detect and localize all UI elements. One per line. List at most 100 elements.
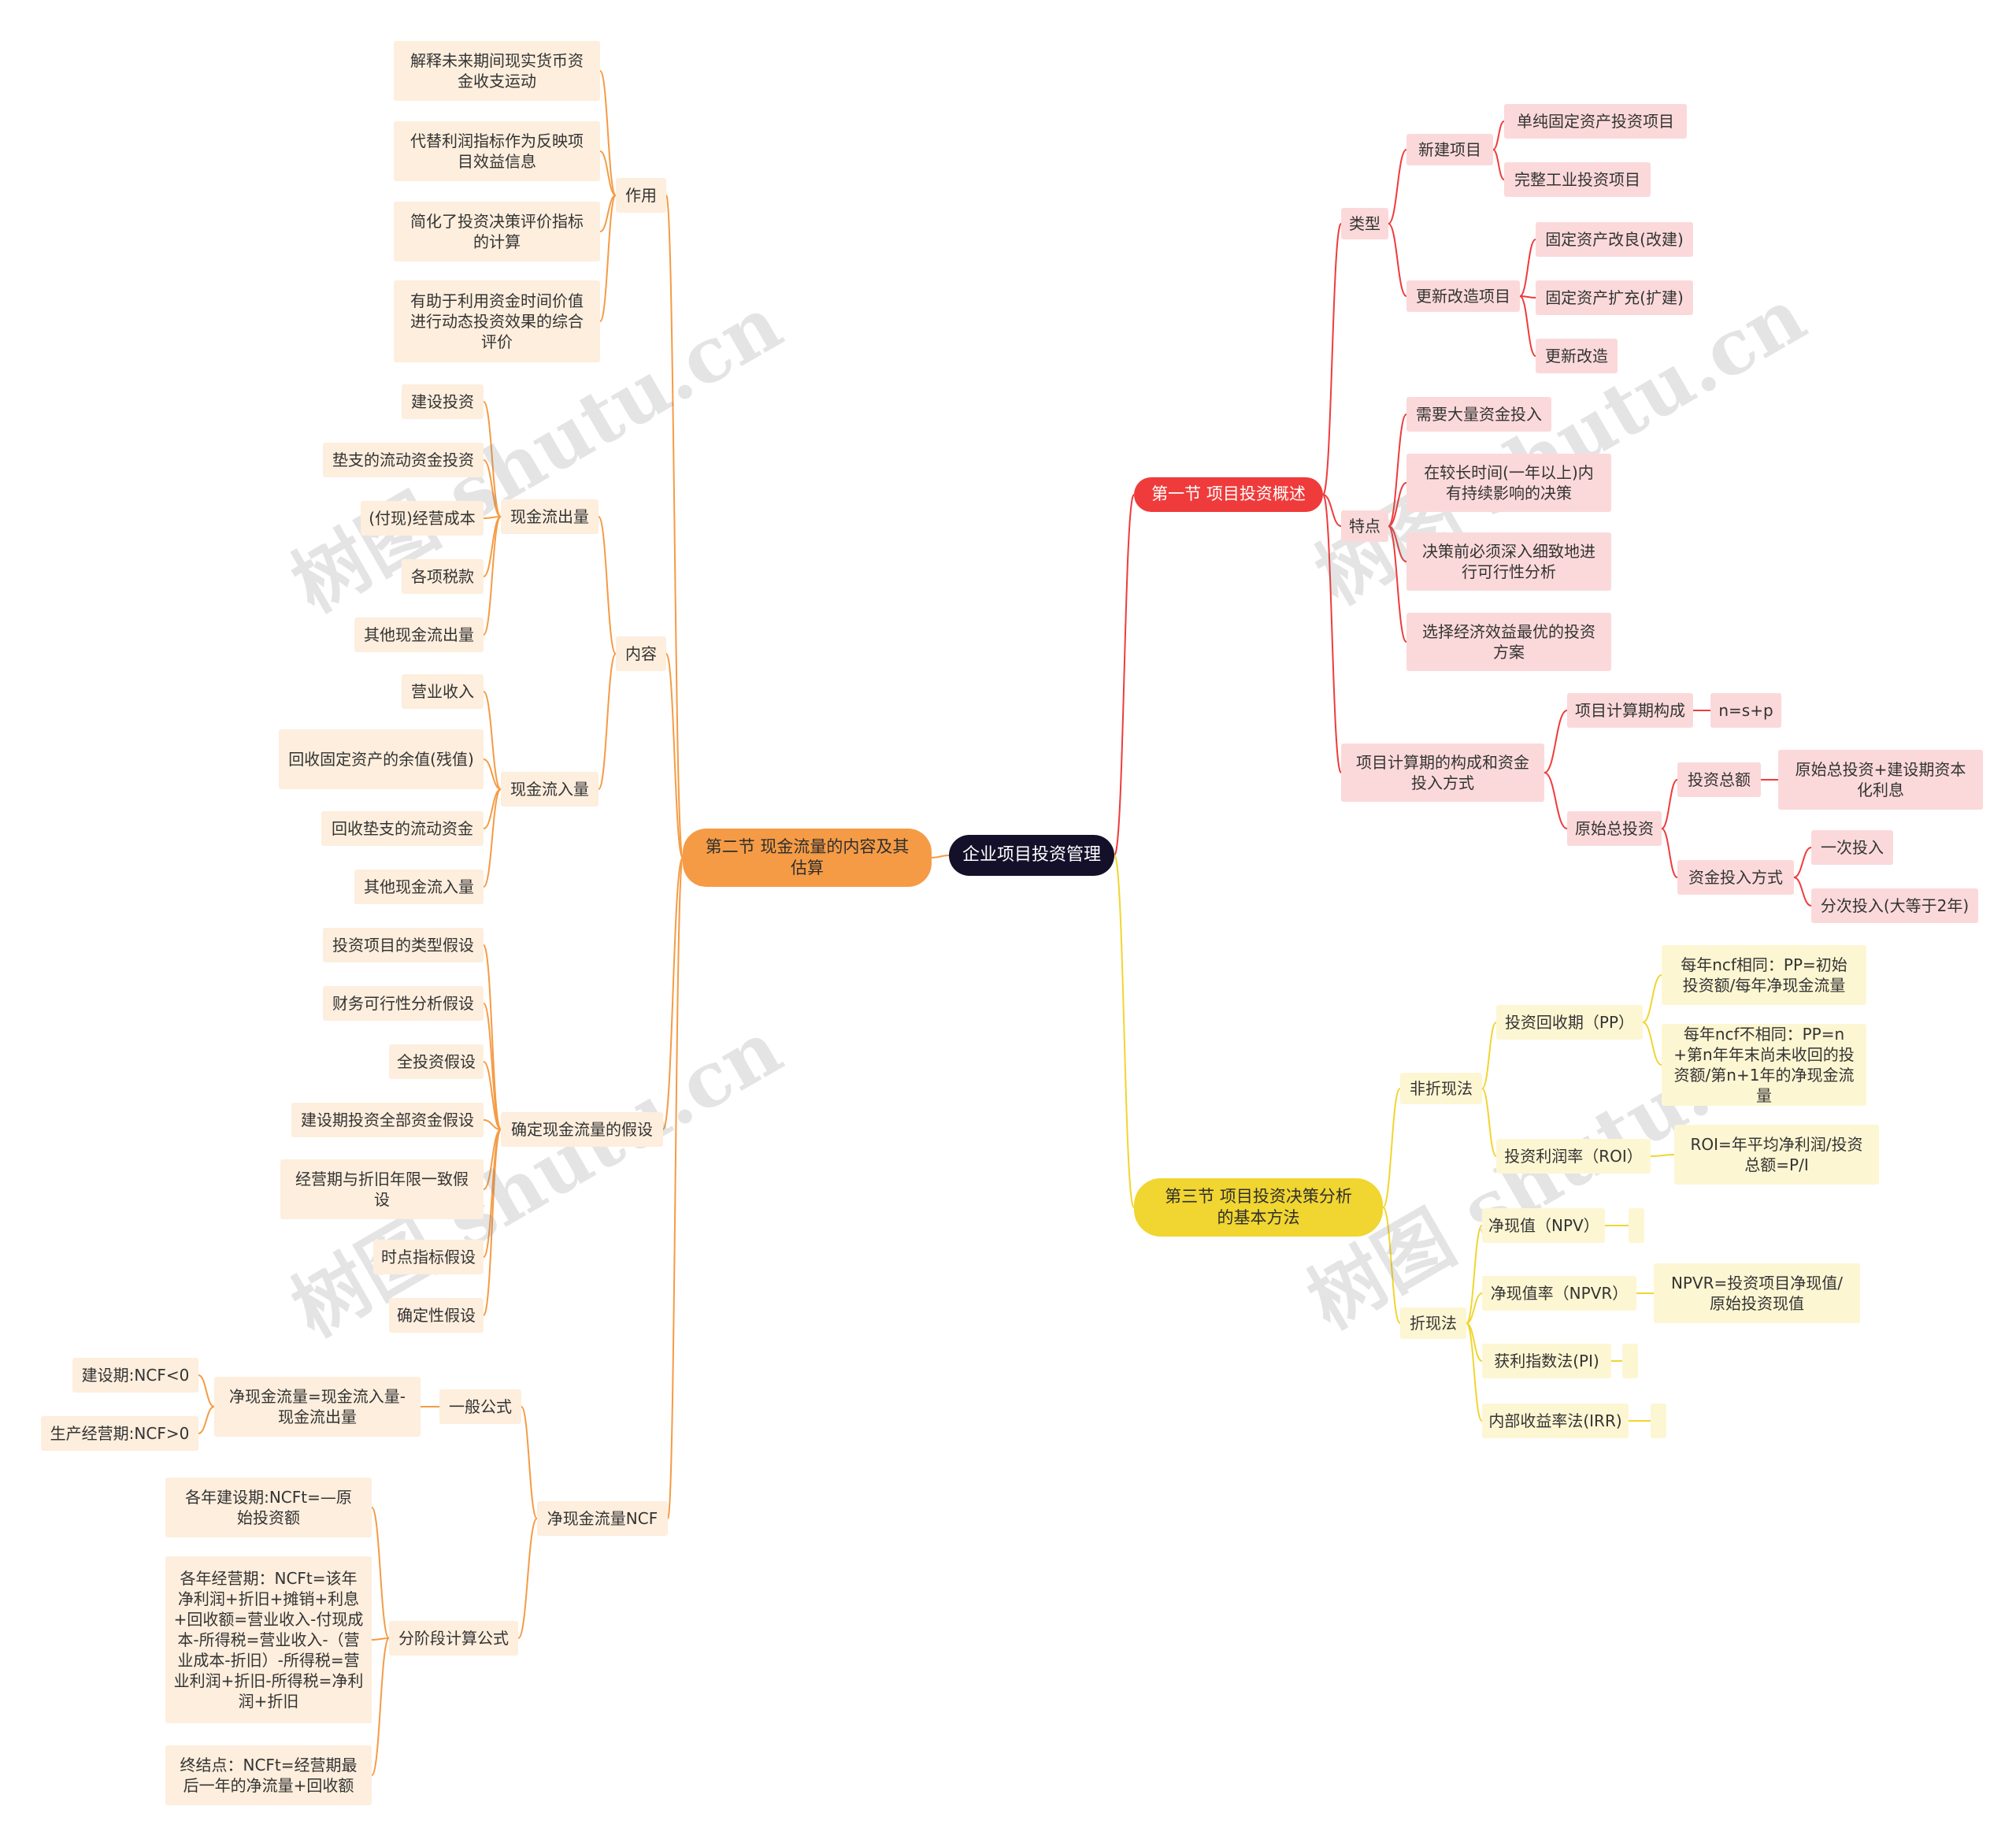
node-role-3[interactable]: 简化了投资决策评价指标的计算 xyxy=(394,202,600,261)
node-outflow-3[interactable]: (付现)经营成本 xyxy=(361,501,484,536)
node-npv[interactable]: 净现值（NPV） xyxy=(1482,1208,1605,1243)
node-inflow[interactable]: 现金流入量 xyxy=(501,772,598,807)
section-1-topic[interactable]: 第一节 项目投资概述 xyxy=(1134,477,1323,512)
node-role-4[interactable]: 有助于利用资金时间价值进行动态投资效果的综合评价 xyxy=(394,280,600,362)
connector xyxy=(931,855,950,859)
connector xyxy=(1114,494,1135,856)
node-multi-stage[interactable]: 分次投入(大等于2年) xyxy=(1811,888,1978,923)
node-assumption-7[interactable]: 确定性假设 xyxy=(389,1298,484,1333)
node-inflow-2[interactable]: 回收固定资产的余值(残值) xyxy=(279,729,484,789)
connector xyxy=(1650,1154,1675,1157)
connector xyxy=(483,1129,502,1316)
node-pp-unequal[interactable]: 每年ncf不相同：PP=n+第n年年末尚未收回的投资额/第n+1年的净现金流量 xyxy=(1662,1024,1866,1106)
node-stage-operation[interactable]: 各年经营期：NCFt=该年净利润+折旧+摊销+利息+回收额=营业收入-付现成本-… xyxy=(165,1556,372,1723)
node-discount[interactable]: 折现法 xyxy=(1400,1307,1466,1339)
node-total-investment[interactable]: 投资总额 xyxy=(1677,762,1761,797)
section-2-topic[interactable]: 第二节 现金流量的内容及其估算 xyxy=(683,829,932,887)
connector xyxy=(1322,494,1342,527)
node-complete-industrial[interactable]: 完整工业投资项目 xyxy=(1504,162,1651,197)
node-assumption-3[interactable]: 全投资假设 xyxy=(389,1044,484,1079)
node-feature-1[interactable]: 需要大量资金投入 xyxy=(1406,397,1551,432)
connector xyxy=(1114,855,1135,1208)
node-irr-empty[interactable] xyxy=(1651,1404,1666,1438)
node-pure-fixed-asset[interactable]: 单纯固定资产投资项目 xyxy=(1504,104,1687,139)
connector xyxy=(483,516,502,636)
node-roi[interactable]: 投资利润率（ROI） xyxy=(1496,1139,1651,1174)
node-non-discount[interactable]: 非折现法 xyxy=(1400,1073,1482,1104)
node-original-investment[interactable]: 原始总投资 xyxy=(1567,811,1662,846)
root-topic[interactable]: 企业项目投资管理 xyxy=(949,835,1114,876)
node-roi-def[interactable]: ROI=年平均净利润/投资总额=P/I xyxy=(1674,1125,1879,1185)
node-assumption-5[interactable]: 经营期与折旧年限一致假设 xyxy=(280,1159,484,1219)
node-construction-ncf[interactable]: 建设期:NCF<0 xyxy=(72,1358,198,1393)
node-inflow-3[interactable]: 回收垫支的流动资金 xyxy=(321,811,484,846)
connector xyxy=(1642,1022,1662,1066)
connector xyxy=(599,70,617,196)
node-features[interactable]: 特点 xyxy=(1341,510,1388,542)
section-3-topic[interactable]: 第三节 项目投资决策分析的基本方法 xyxy=(1134,1178,1383,1237)
node-fixed-expand[interactable]: 固定资产扩充(扩建) xyxy=(1536,280,1693,315)
node-irr[interactable]: 内部收益率法(IRR) xyxy=(1482,1404,1629,1438)
connector xyxy=(1388,413,1407,527)
node-outflow-4[interactable]: 各项税款 xyxy=(402,559,484,594)
node-role-1[interactable]: 解释未来期间现实货币资金收支运动 xyxy=(394,41,600,101)
node-inflow-1[interactable]: 营业收入 xyxy=(402,674,484,709)
node-pp-equal[interactable]: 每年ncf相同：PP=初始投资额/每年净现金流量 xyxy=(1662,945,1866,1005)
connector xyxy=(665,653,684,859)
node-outflow[interactable]: 现金流出量 xyxy=(501,499,598,534)
node-npv-empty[interactable] xyxy=(1629,1208,1644,1243)
node-feature-3[interactable]: 决策前必须深入细致地进行可行性分析 xyxy=(1406,532,1611,591)
node-calc-period[interactable]: 项目计算期构成 xyxy=(1567,693,1693,728)
node-npvr[interactable]: 净现值率（NPVR） xyxy=(1482,1276,1636,1311)
connector xyxy=(521,1406,538,1519)
node-assumption-1[interactable]: 投资项目的类型假设 xyxy=(323,928,484,962)
node-pi[interactable]: 获利指数法(PI) xyxy=(1482,1344,1611,1378)
node-ncf[interactable]: 净现金流量NCF xyxy=(537,1501,668,1536)
node-stage-formula[interactable]: 分阶段计算公式 xyxy=(389,1621,518,1656)
connector xyxy=(1642,974,1662,1023)
node-assumption-2[interactable]: 财务可行性分析假设 xyxy=(323,986,484,1021)
connector xyxy=(667,857,684,1519)
node-role-2[interactable]: 代替利润指标作为反映项目效益信息 xyxy=(394,121,600,181)
node-npvr-def[interactable]: NPVR=投资项目净现值/原始投资现值 xyxy=(1654,1263,1860,1323)
connector xyxy=(1322,223,1342,495)
connector xyxy=(371,1507,390,1639)
node-investment-mode[interactable]: 资金投入方式 xyxy=(1677,860,1794,895)
node-assumption-4[interactable]: 建设期投资全部资金假设 xyxy=(291,1103,484,1137)
node-outflow-2[interactable]: 垫支的流动资金投资 xyxy=(323,443,484,477)
node-n-s-p[interactable]: n=s+p xyxy=(1710,693,1781,728)
connector xyxy=(1481,1088,1497,1157)
node-stage-construction[interactable]: 各年建设期:NCFt=—原始投资额 xyxy=(165,1478,372,1537)
node-general-formula-def[interactable]: 净现金流量=现金流入量-现金流出量 xyxy=(214,1377,421,1437)
node-outflow-1[interactable]: 建设投资 xyxy=(402,384,484,419)
node-assumptions[interactable]: 确定现金流量的假设 xyxy=(501,1112,663,1147)
node-stage-terminal[interactable]: 终结点：NCFt=经营期最后一年的净流量+回收额 xyxy=(165,1745,372,1805)
connector xyxy=(483,758,502,790)
node-pi-empty[interactable] xyxy=(1622,1344,1638,1378)
node-fixed-improve[interactable]: 固定资产改良(改建) xyxy=(1536,222,1693,257)
node-content[interactable]: 内容 xyxy=(616,636,666,671)
connector xyxy=(1661,828,1678,878)
connector xyxy=(1519,239,1536,297)
node-feature-4[interactable]: 选择经济效益最优的投资方案 xyxy=(1406,613,1611,671)
node-payback-period[interactable]: 投资回收期（PP） xyxy=(1496,1005,1643,1040)
node-inflow-4[interactable]: 其他现金流入量 xyxy=(354,870,484,904)
node-renovation-project[interactable]: 更新改造项目 xyxy=(1406,280,1520,312)
connector xyxy=(371,1637,390,1776)
connector xyxy=(198,1374,215,1407)
node-outflow-5[interactable]: 其他现金流出量 xyxy=(354,617,484,652)
node-period[interactable]: 项目计算期的构成和资金投入方式 xyxy=(1341,744,1544,802)
node-assumption-6[interactable]: 时点指标假设 xyxy=(373,1240,484,1274)
node-role[interactable]: 作用 xyxy=(616,178,666,213)
node-new-project[interactable]: 新建项目 xyxy=(1406,134,1493,165)
node-one-time[interactable]: 一次投入 xyxy=(1811,830,1893,865)
connector xyxy=(665,195,684,859)
node-total-investment-def[interactable]: 原始总投资+建设期资本化利息 xyxy=(1778,750,1983,810)
connector xyxy=(1382,1088,1401,1208)
node-operation-ncf[interactable]: 生产经营期:NCF>0 xyxy=(41,1416,198,1451)
node-type[interactable]: 类型 xyxy=(1341,208,1388,239)
node-renew[interactable]: 更新改造 xyxy=(1536,339,1618,373)
node-feature-2[interactable]: 在较长时间(一年以上)内有持续影响的决策 xyxy=(1406,454,1611,512)
node-general-formula[interactable]: 一般公式 xyxy=(439,1389,521,1424)
